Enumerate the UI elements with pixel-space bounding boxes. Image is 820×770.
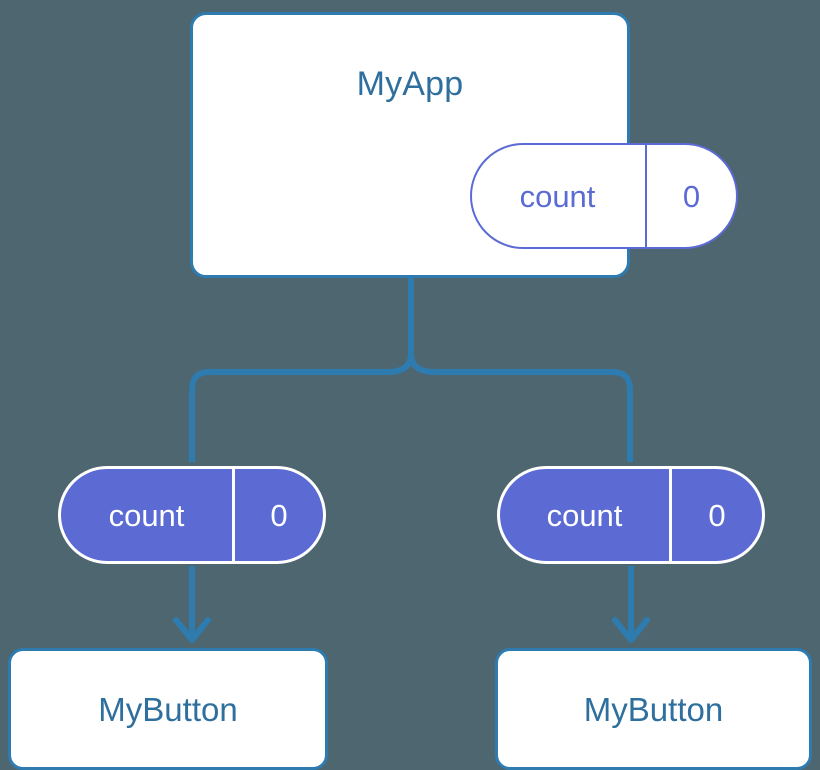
child-state-value-right: 0 xyxy=(708,497,726,533)
child-state-pill-right[interactable]: count 0 xyxy=(497,466,765,564)
connector-fork-left xyxy=(189,353,414,462)
child-state-key-right: count xyxy=(500,469,672,561)
leaf-component-label-right: MyButton xyxy=(583,690,724,728)
leaf-component-label-left: MyButton xyxy=(98,690,238,728)
root-component-title: MyApp xyxy=(356,65,464,103)
root-state-key: count xyxy=(472,145,647,247)
arrow-head-left-icon xyxy=(173,617,211,643)
child-state-value-left: 0 xyxy=(270,497,288,533)
arrow-head-right-icon xyxy=(612,617,650,643)
child-state-pill-left[interactable]: count 0 xyxy=(58,466,326,564)
leaf-component-card-left[interactable]: MyButton xyxy=(8,648,328,770)
connector-fork-right xyxy=(408,353,633,462)
root-component-card[interactable]: MyApp count 0 xyxy=(190,12,738,278)
root-state-value: 0 xyxy=(682,178,701,214)
leaf-component-card-right[interactable]: MyButton xyxy=(495,648,812,770)
child-state-key-left: count xyxy=(61,469,235,561)
root-state-pill[interactable]: count 0 xyxy=(470,143,738,249)
